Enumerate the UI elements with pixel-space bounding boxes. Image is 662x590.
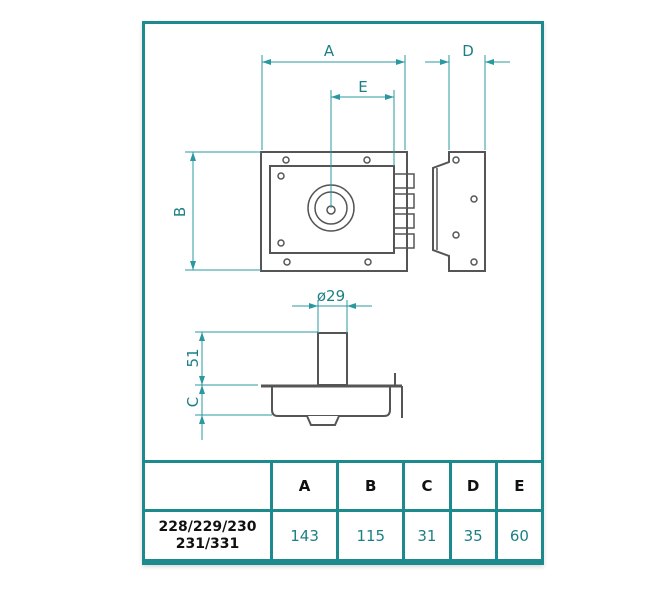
header-a: A [269,460,340,512]
dimension-lines [185,55,510,440]
model-cell: 228/229/230 231/331 [142,509,273,562]
drawing-frame [142,21,544,565]
dim-label-d: D [462,42,474,60]
value-a: 143 [269,509,340,562]
dim-label-diameter: ø29 [317,287,345,305]
model-line-2: 231/331 [175,535,240,552]
value-c: 31 [402,509,452,562]
dim-label-height: 51 [184,348,202,367]
table-header-row: A B C D E [142,460,545,512]
value-e: 60 [494,509,545,562]
table-row: 228/229/230 231/331 143 115 31 35 60 [142,509,545,562]
value-b: 115 [336,509,406,562]
header-d: D [448,460,498,512]
header-empty-cell [142,460,273,512]
bottom-view [261,332,403,426]
header-e: E [494,460,545,512]
value-d: 35 [448,509,498,562]
dim-label-c: C [184,397,202,407]
model-line-1: 228/229/230 [158,518,257,535]
dimensions-table: A B C D E 228/229/230 231/331 143 115 31… [142,460,545,562]
dim-label-b: B [171,207,189,217]
side-view [432,151,486,272]
dim-label-a: A [324,42,335,60]
dim-label-e: E [358,78,367,96]
header-b: B [336,460,406,512]
front-view [260,151,415,272]
header-c: C [402,460,452,512]
